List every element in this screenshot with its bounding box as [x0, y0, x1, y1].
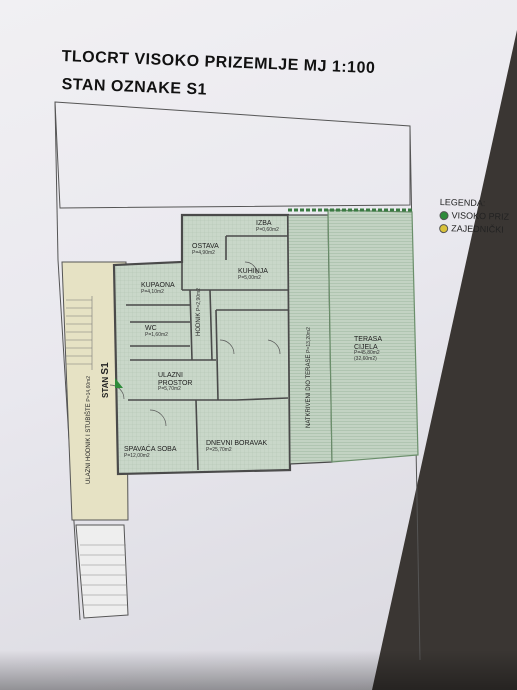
doors: [109, 261, 288, 471]
room-natkriveni-dio-terase: NATKRIVENI DIO TERASE P=13,20m2: [306, 327, 312, 428]
interior-walls: [126, 235, 289, 471]
room-hodnik: HODNIK P=2,90m2: [196, 288, 202, 336]
page-shadow: [0, 650, 517, 690]
entrance-arrow: [115, 378, 123, 388]
legend: LEGENDA: VISOKO PRIZ ZAJEDNIČKI: [439, 197, 509, 235]
room-ulazni-hodnik-stubiste: ULAZNI HODNIK I STUBIŠTE P=14,60m2: [86, 375, 92, 484]
yellow-dot-icon: [439, 223, 449, 233]
legend-item-visoko: VISOKO PRIZ: [439, 210, 509, 222]
legend-heading: LEGENDA:: [439, 197, 486, 209]
legend-item-zajednicki: ZAJEDNIČKI: [439, 223, 509, 235]
green-dot-icon: [439, 210, 449, 220]
stan-label: STAN S1: [100, 362, 111, 398]
terrace: [288, 208, 419, 463]
stairwell: [61, 261, 129, 619]
